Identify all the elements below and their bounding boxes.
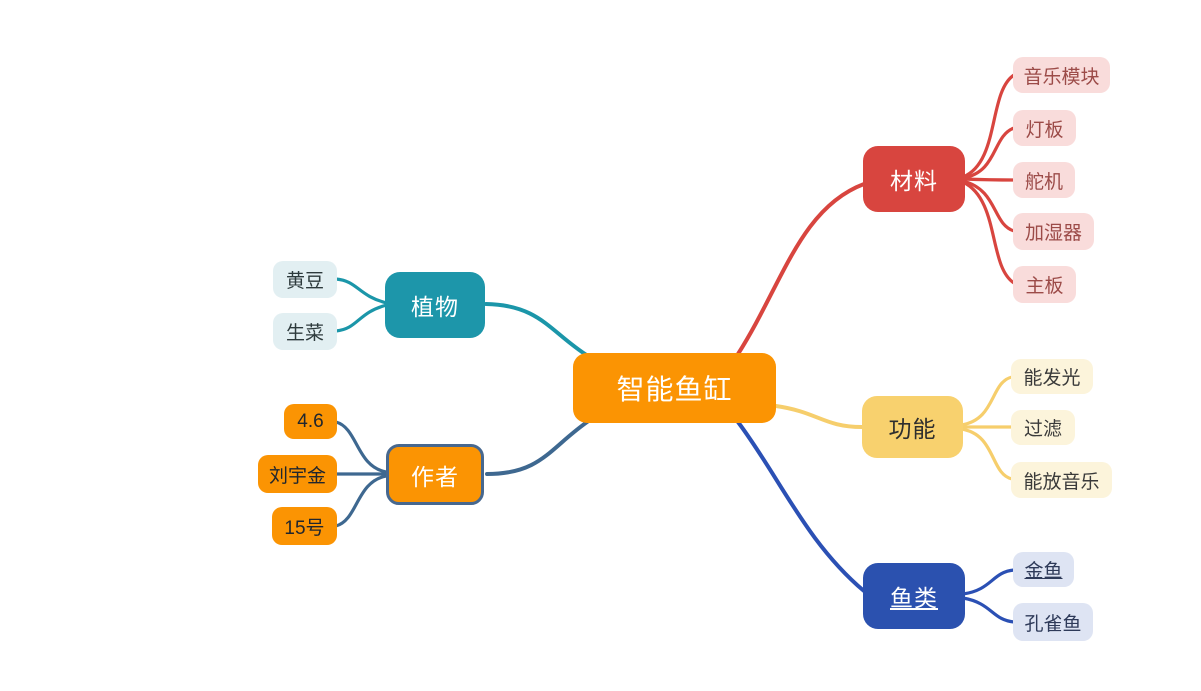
child-node-materials-3[interactable]: 加湿器: [1013, 213, 1094, 250]
connector-root-plants: [484, 302, 590, 358]
child-node-materials-4[interactable]: 主板: [1013, 266, 1076, 303]
child-node-materials-2[interactable]: 舵机: [1013, 162, 1075, 198]
branch-node-fish[interactable]: 鱼类: [863, 563, 965, 629]
connector-materials-child-1: [961, 126, 1016, 180]
child-node-functions-2[interactable]: 能放音乐: [1011, 462, 1112, 498]
child-node-functions-1[interactable]: 过滤: [1011, 410, 1075, 445]
connector-fish-child-1: [961, 596, 1016, 624]
child-node-materials-1[interactable]: 灯板: [1013, 110, 1076, 146]
connector-materials-child-4: [961, 180, 1016, 285]
connector-materials-child-3: [961, 179, 1016, 233]
connector-root-fish: [736, 420, 866, 593]
branch-node-plants[interactable]: 植物: [385, 272, 485, 338]
child-node-materials-0[interactable]: 音乐模块: [1013, 57, 1110, 93]
connector-plants-child-1: [334, 303, 389, 333]
connector-root-functions: [774, 404, 864, 429]
branch-node-author[interactable]: 作者: [386, 444, 484, 505]
child-node-author-1[interactable]: 刘宇金: [258, 455, 337, 493]
connector-root-author: [485, 418, 592, 476]
connector-root-materials: [736, 182, 866, 356]
child-node-functions-0[interactable]: 能发光: [1011, 359, 1093, 394]
child-node-author-0[interactable]: 4.6: [284, 404, 337, 439]
connector-author-child-2: [334, 474, 388, 528]
child-node-plants-0[interactable]: 黄豆: [273, 261, 337, 298]
child-node-fish-1[interactable]: 孔雀鱼: [1013, 603, 1093, 641]
branch-node-materials[interactable]: 材料: [863, 146, 965, 212]
child-node-author-2[interactable]: 15号: [272, 507, 337, 545]
child-node-plants-1[interactable]: 生菜: [273, 313, 337, 350]
connector-materials-child-0: [961, 73, 1016, 179]
branch-node-functions[interactable]: 功能: [862, 396, 963, 458]
connector-functions-child-0: [959, 375, 1014, 427]
connector-plants-child-0: [334, 277, 389, 305]
connector-author-child-0: [334, 420, 388, 474]
root-node[interactable]: 智能鱼缸: [573, 353, 776, 423]
connector-fish-child-0: [961, 568, 1016, 596]
child-node-fish-0[interactable]: 金鱼: [1013, 552, 1074, 587]
connector-functions-child-2: [959, 427, 1014, 481]
connector-materials-child-2: [961, 177, 1016, 182]
